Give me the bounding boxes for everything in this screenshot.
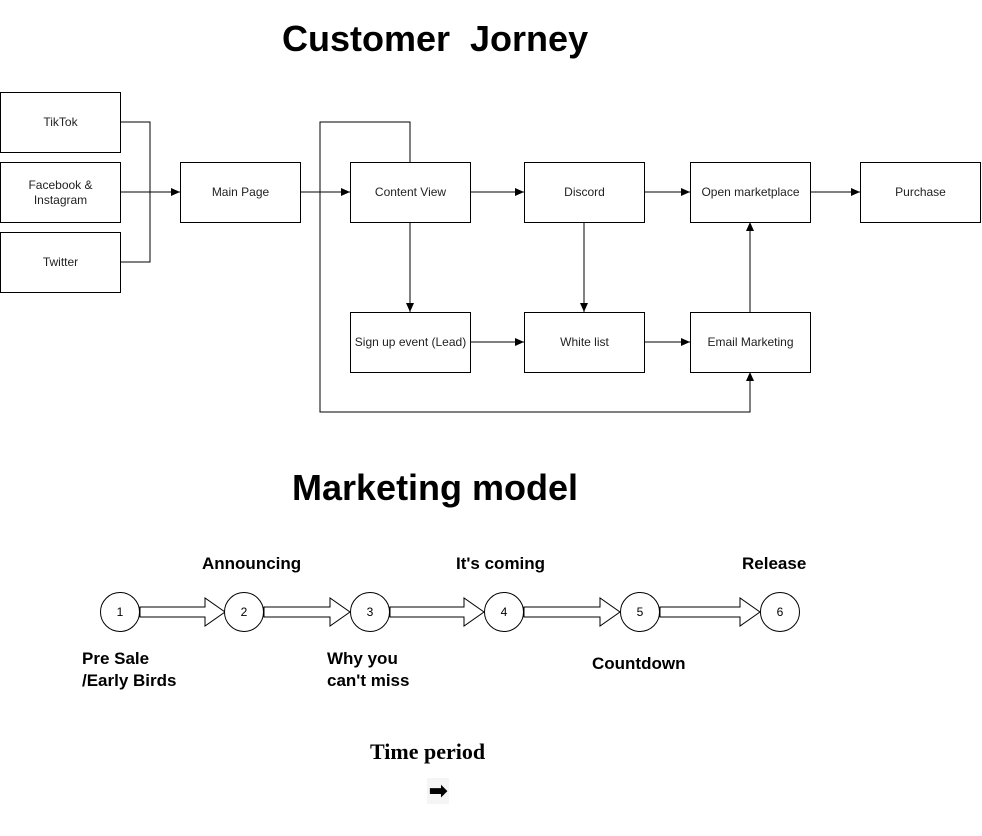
timeline-arrow-3-4 xyxy=(389,597,485,627)
content-loop-line xyxy=(319,121,754,413)
stage-presale: Pre Sale /Early Birds xyxy=(82,648,177,692)
signup-event-box: Sign up event (Lead) xyxy=(350,312,471,373)
step-5-label: 5 xyxy=(636,605,644,619)
stage-countdown: Countdown xyxy=(592,654,686,673)
time-period-label: Time period xyxy=(370,739,486,764)
purchase-label: Purchase xyxy=(895,185,946,199)
discord-label: Discord xyxy=(564,185,605,199)
timeline-arrow-4-5 xyxy=(523,597,621,627)
content-view-label: Content View xyxy=(374,185,447,199)
content-view-box: Content View xyxy=(350,162,471,223)
right-arrow-icon: ➡ xyxy=(427,778,450,804)
stage-why-you-cant-miss: Why you can't miss xyxy=(327,648,409,692)
facebook-label: Facebook & xyxy=(28,177,93,192)
stage-why-line1: Why you xyxy=(327,649,398,668)
tiktok-label: TikTok xyxy=(43,115,78,129)
stage-its-coming: It's coming xyxy=(456,554,546,573)
signup-event-label: Sign up event (Lead) xyxy=(354,335,467,349)
step-4-label: 4 xyxy=(500,605,508,619)
timeline-arrow-2-3 xyxy=(263,597,351,627)
main-page-label: Main Page xyxy=(211,185,270,199)
step-3-label: 3 xyxy=(366,605,374,619)
step-4-circle: 4 xyxy=(484,592,524,632)
email-marketing-label: Email Marketing xyxy=(707,335,794,349)
facebook-instagram-box: Facebook & Instagram xyxy=(0,162,121,223)
discord-box: Discord xyxy=(524,162,645,223)
tiktok-connector xyxy=(120,121,151,192)
step-6-circle: 6 xyxy=(760,592,800,632)
twitter-connector xyxy=(120,192,151,263)
white-list-box: White list xyxy=(524,312,645,373)
stage-presale-line1: Pre Sale xyxy=(82,649,150,668)
open-marketplace-box: Open marketplace xyxy=(690,162,811,223)
step-2-label: 2 xyxy=(240,605,248,619)
timeline-arrow-1-2 xyxy=(139,597,226,627)
main-page-box: Main Page xyxy=(180,162,301,223)
step-1-label: 1 xyxy=(116,605,124,619)
stage-release: Release xyxy=(742,554,807,573)
white-list-label: White list xyxy=(560,335,609,349)
stage-why-line2: can't miss xyxy=(327,671,410,690)
step-5-circle: 5 xyxy=(620,592,660,632)
marketing-model-title: Marketing model xyxy=(292,467,579,508)
timeline-arrows xyxy=(139,597,761,627)
stage-presale-line2: /Early Birds xyxy=(82,671,177,690)
step-2-circle: 2 xyxy=(224,592,264,632)
step-6-label: 6 xyxy=(776,605,784,619)
step-3-circle: 3 xyxy=(350,592,390,632)
step-1-circle: 1 xyxy=(100,592,140,632)
open-marketplace-label: Open marketplace xyxy=(701,185,800,199)
twitter-label: Twitter xyxy=(42,255,79,269)
customer-journey-title: Customer Jorney xyxy=(282,18,589,59)
timeline-arrow-5-6 xyxy=(659,597,761,627)
purchase-box: Purchase xyxy=(860,162,981,223)
email-marketing-box: Email Marketing xyxy=(690,312,811,373)
tiktok-box: TikTok xyxy=(0,92,121,153)
twitter-box: Twitter xyxy=(0,232,121,293)
instagram-label: Instagram xyxy=(33,192,88,207)
stage-announcing: Announcing xyxy=(202,554,302,573)
